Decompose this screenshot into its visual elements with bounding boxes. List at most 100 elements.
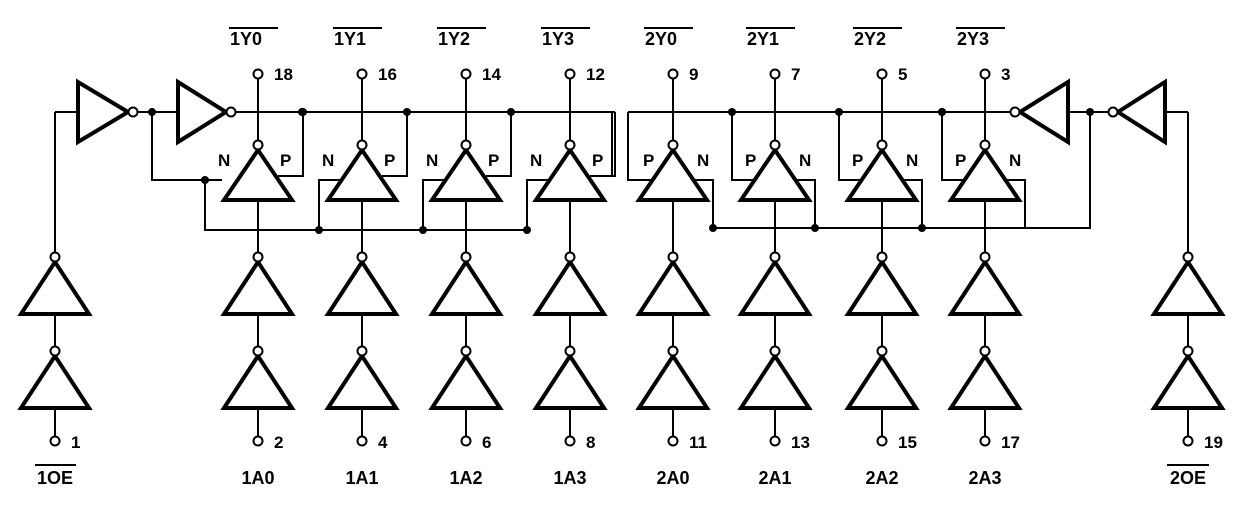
bank1-ch2-p-ctrl <box>486 112 512 177</box>
pin-terminal <box>49 435 61 447</box>
pin-number-9: 9 <box>689 65 698 84</box>
pin-terminal <box>252 68 264 80</box>
bank2-ch0-n-ctrl <box>693 179 714 228</box>
oe1-input-inverter-2 <box>17 352 93 410</box>
inversion-bubble <box>667 251 679 263</box>
output-label-2Y0: 2Y0 <box>645 29 677 49</box>
bank2-ch2-tristate-buffer <box>844 146 920 202</box>
inversion-bubble <box>49 251 61 263</box>
bank1-ch3-p-label: P <box>592 151 603 170</box>
bank2-ch1-n-label: N <box>799 151 811 170</box>
pin-terminal <box>460 435 472 447</box>
input-label-1A3: 1A3 <box>553 468 586 488</box>
inversion-bubble <box>356 251 368 263</box>
pin-number-18: 18 <box>274 65 293 84</box>
bank2-ch2-n-ctrl <box>902 179 923 228</box>
bank2-ch1-p-ctrl <box>731 112 755 181</box>
inversion-bubble <box>1009 106 1021 118</box>
input-label-1OE: 1OE <box>37 468 73 488</box>
oe2-buffer-2 <box>1016 78 1070 146</box>
pin-number-3: 3 <box>1001 65 1010 84</box>
bank1-ch2-n-ctrl <box>422 179 446 230</box>
output-label-2Y1: 2Y1 <box>747 29 779 49</box>
output-label-2Y3: 2Y3 <box>957 29 989 49</box>
bank1-ch1-input-inverter-2 <box>324 352 400 410</box>
bank2-ch3-p-label: P <box>955 151 966 170</box>
input-label-1A1: 1A1 <box>345 468 378 488</box>
inversion-bubble <box>564 345 576 357</box>
inversion-bubble <box>769 251 781 263</box>
junction-dot <box>523 226 531 234</box>
inversion-bubble <box>1182 251 1194 263</box>
bank1-ch0-p-label: P <box>280 151 291 170</box>
pin-number-4: 4 <box>378 433 388 452</box>
inversion-bubble <box>356 139 368 151</box>
bank2-ch0-input-inverter-1 <box>635 258 711 316</box>
bank1-ch2-input-inverter-2 <box>428 352 504 410</box>
oe1-input-inverter-1 <box>17 258 93 316</box>
bank1-ch2-n-label: N <box>426 151 438 170</box>
pin-number-8: 8 <box>586 433 595 452</box>
bank2-ch1-input-inverter-2 <box>737 352 813 410</box>
pin-terminal <box>876 435 888 447</box>
bank2-ch1-p-label: P <box>745 151 756 170</box>
bank2-ch3-n-label: N <box>1009 151 1021 170</box>
bank1-ch3-tristate-buffer <box>532 146 608 202</box>
input-label-2A1: 2A1 <box>758 468 791 488</box>
junction-dot <box>709 224 717 232</box>
oe2-n-rail <box>712 112 1091 229</box>
inversion-bubble <box>49 345 61 357</box>
junction-dot <box>419 226 427 234</box>
output-label-1Y2: 1Y2 <box>438 29 470 49</box>
pin-number-15: 15 <box>898 433 917 452</box>
oe1-n-rail <box>151 112 222 181</box>
bank1-ch3-n-ctrl <box>526 179 550 230</box>
input-label-2A2: 2A2 <box>865 468 898 488</box>
pin-terminal <box>356 68 368 80</box>
bank1-ch1-p-ctrl <box>382 112 408 177</box>
pin-terminal <box>564 68 576 80</box>
inversion-bubble <box>667 139 679 151</box>
inversion-bubble <box>252 139 264 151</box>
pin-terminal <box>876 68 888 80</box>
bank2-ch3-p-ctrl <box>941 112 965 181</box>
junction-dot <box>918 224 926 232</box>
pin-number-5: 5 <box>898 65 907 84</box>
bank1-ch3-input-inverter-1 <box>532 258 608 316</box>
bank2-ch2-input-inverter-2 <box>844 352 920 410</box>
output-label-1Y1: 1Y1 <box>334 29 366 49</box>
gates <box>17 68 1226 447</box>
bank1-ch0-input-inverter-2 <box>220 352 296 410</box>
bank1-ch0-input-inverter-1 <box>220 258 296 316</box>
bank1-ch3-n-label: N <box>530 151 542 170</box>
pin-terminal <box>460 68 472 80</box>
pin-number-11: 11 <box>689 433 707 452</box>
output-label-2Y2: 2Y2 <box>854 29 886 49</box>
bank1-ch1-n-ctrl <box>318 179 342 230</box>
inversion-bubble <box>979 345 991 357</box>
bank1-ch1-tristate-buffer <box>324 146 400 202</box>
inversion-bubble <box>460 139 472 151</box>
junction-dot <box>315 226 323 234</box>
pin-terminal <box>667 68 679 80</box>
bank1-ch0-n-label: N <box>218 151 230 170</box>
pin-number-14: 14 <box>482 65 501 84</box>
input-label-1A2: 1A2 <box>449 468 482 488</box>
pin-terminal <box>979 68 991 80</box>
pin-terminal <box>769 435 781 447</box>
inversion-bubble <box>564 139 576 151</box>
bank2-ch0-p-label: P <box>643 151 654 170</box>
inversion-bubble <box>979 251 991 263</box>
pin-terminal <box>1182 435 1194 447</box>
bank2-ch3-input-inverter-2 <box>947 352 1023 410</box>
output-label-1Y0: 1Y0 <box>230 29 262 49</box>
pin-number-2: 2 <box>274 433 283 452</box>
bank2-ch2-n-label: N <box>906 151 918 170</box>
pin-terminal <box>356 435 368 447</box>
inversion-bubble <box>225 106 237 118</box>
bank2-ch1-n-ctrl <box>795 179 816 228</box>
bank1-ch2-tristate-buffer <box>428 146 504 202</box>
inversion-bubble <box>876 251 888 263</box>
bank2-ch2-input-inverter-1 <box>844 258 920 316</box>
